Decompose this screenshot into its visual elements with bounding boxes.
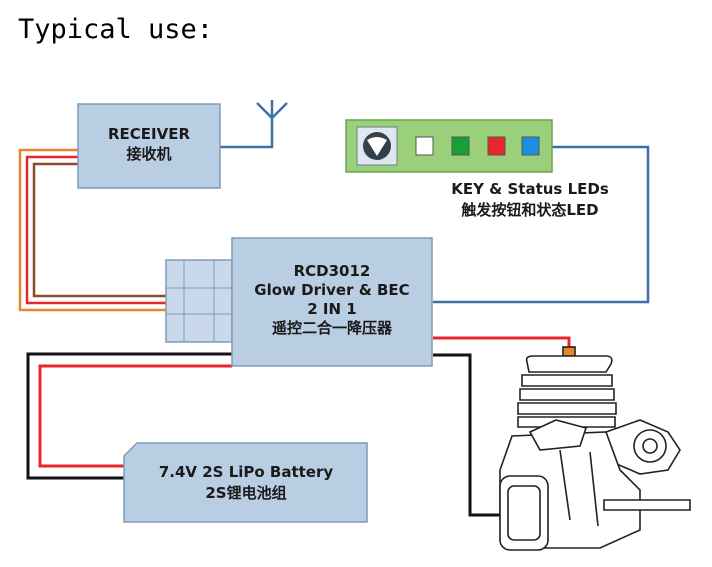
antenna-icon	[220, 100, 288, 149]
status-led-green	[451, 136, 470, 156]
leds-label-en: KEY & Status LEDs	[451, 180, 609, 198]
page-title: Typical use:	[18, 14, 214, 45]
receiver-box	[77, 103, 221, 189]
battery-label-en: 7.4V 2S LiPo Battery	[158, 463, 334, 481]
receiver-label: RECEIVER 接收机	[78, 124, 220, 164]
rcd-label-zh: 遥控二合一降压器	[271, 319, 392, 337]
status-led-red	[487, 136, 506, 156]
battery-cable	[26, 352, 232, 480]
rcd-box	[231, 237, 433, 367]
status-led-white	[415, 136, 434, 156]
rcd-label: RCD3012 Glow Driver & BEC 2 IN 1 遥控二合一降压…	[232, 262, 432, 338]
servo-cable	[18, 148, 170, 312]
rcd-combo: 2 IN 1	[307, 300, 357, 318]
leds-label-zh: 触发按钮和状态LED	[461, 201, 599, 219]
led-cable	[433, 145, 650, 304]
leds-label: KEY & Status LEDs 触发按钮和状态LED	[430, 179, 630, 221]
rcd-model: RCD3012	[293, 262, 371, 280]
receiver-label-en: RECEIVER	[107, 125, 191, 143]
battery-box	[123, 442, 368, 523]
servo-connector	[165, 259, 233, 343]
battery-label-zh: 2S锂电池组	[205, 484, 287, 502]
rcd-description: Glow Driver & BEC	[254, 281, 410, 299]
battery-label: 7.4V 2S LiPo Battery 2S锂电池组	[125, 462, 367, 504]
status-led-blue	[521, 136, 540, 156]
receiver-label-zh: 接收机	[126, 145, 172, 163]
led-panel	[345, 119, 553, 173]
glow-engine-icon	[499, 346, 691, 551]
